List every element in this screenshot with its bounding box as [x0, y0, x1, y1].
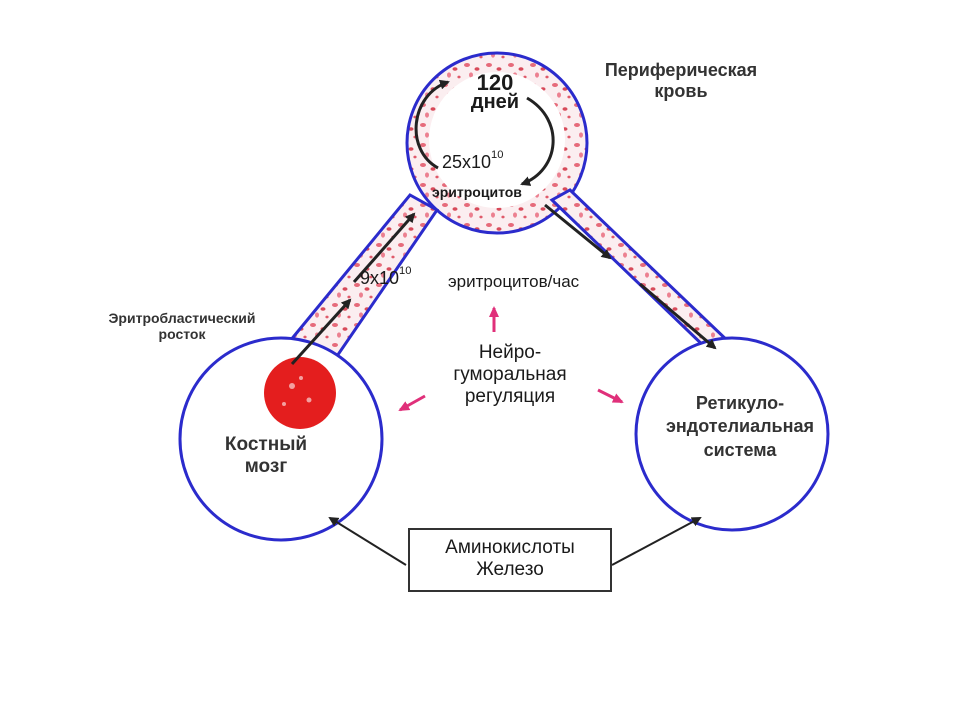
blood-to-res-arrow-lower	[639, 282, 717, 350]
production-rate-exponent: 10	[399, 264, 412, 277]
cycle-arrow-right	[520, 96, 555, 186]
blood-count: 25x1010	[442, 148, 504, 173]
erythroblastic-sprout-line1: Эритробластический	[108, 310, 256, 326]
regulation-arrow-right	[597, 388, 624, 404]
marrow-output-arrow-lower	[290, 298, 352, 366]
res-line2: эндотелиальная	[665, 416, 814, 437]
erythroblastic-sprout-line2: росток	[158, 326, 206, 343]
blood-days-word: дней	[470, 91, 520, 113]
peripheral-blood-title: Периферическая кровь	[566, 60, 796, 101]
nutrients-line1: Аминокислоты	[445, 537, 575, 558]
erythroblastic-sprout-label: Эритробластический росток	[72, 310, 292, 342]
blood-count-base: 25x10	[442, 152, 492, 172]
blood-to-res-arrow-upper	[544, 203, 612, 260]
regulation-label: Нейро- гуморальная регуляция	[425, 342, 595, 408]
bone-marrow-line2: мозг	[244, 455, 288, 477]
production-rate-base: 9x10	[360, 268, 400, 288]
box-to-res-arrow	[611, 517, 702, 566]
regulation-arrow-left	[398, 394, 426, 412]
production-rate: 9x1010	[360, 264, 412, 289]
bone-marrow-node	[178, 336, 384, 542]
res-line1: Ретикуло-	[695, 393, 785, 413]
marrow-output-arrow-upper	[352, 212, 416, 283]
peripheral-blood-node	[405, 51, 589, 235]
nutrients-box	[408, 528, 612, 592]
peripheral-blood-title-line1: Периферическая	[604, 60, 758, 80]
res-line3: система	[703, 439, 777, 460]
regulation-line1: Нейро-	[478, 342, 542, 363]
blood-count-exponent: 10	[491, 148, 504, 161]
nutrients-label: Аминокислоты Железо	[408, 537, 612, 581]
erythroblastic-sprout	[264, 357, 336, 429]
box-to-marrow-arrow	[328, 516, 407, 566]
blood-count-unit: эритроцитов	[432, 184, 522, 200]
blood-days-number: 120	[476, 70, 514, 95]
cycle-arrow-left	[414, 79, 450, 170]
res-label: Ретикуло- эндотелиальная система	[650, 392, 830, 462]
regulation-line2: гуморальная	[453, 363, 567, 385]
res-node	[634, 336, 830, 532]
peripheral-blood-title-line2: кровь	[654, 80, 708, 101]
bone-marrow-label: Костный мозг	[196, 434, 336, 478]
nutrients-line2: Железо	[476, 558, 544, 580]
bone-marrow-line1: Костный	[224, 434, 308, 455]
blood-to-res-channel	[549, 188, 735, 354]
regulation-line3: регуляция	[464, 385, 556, 407]
production-rate-unit: эритроцитов/час	[448, 272, 580, 291]
